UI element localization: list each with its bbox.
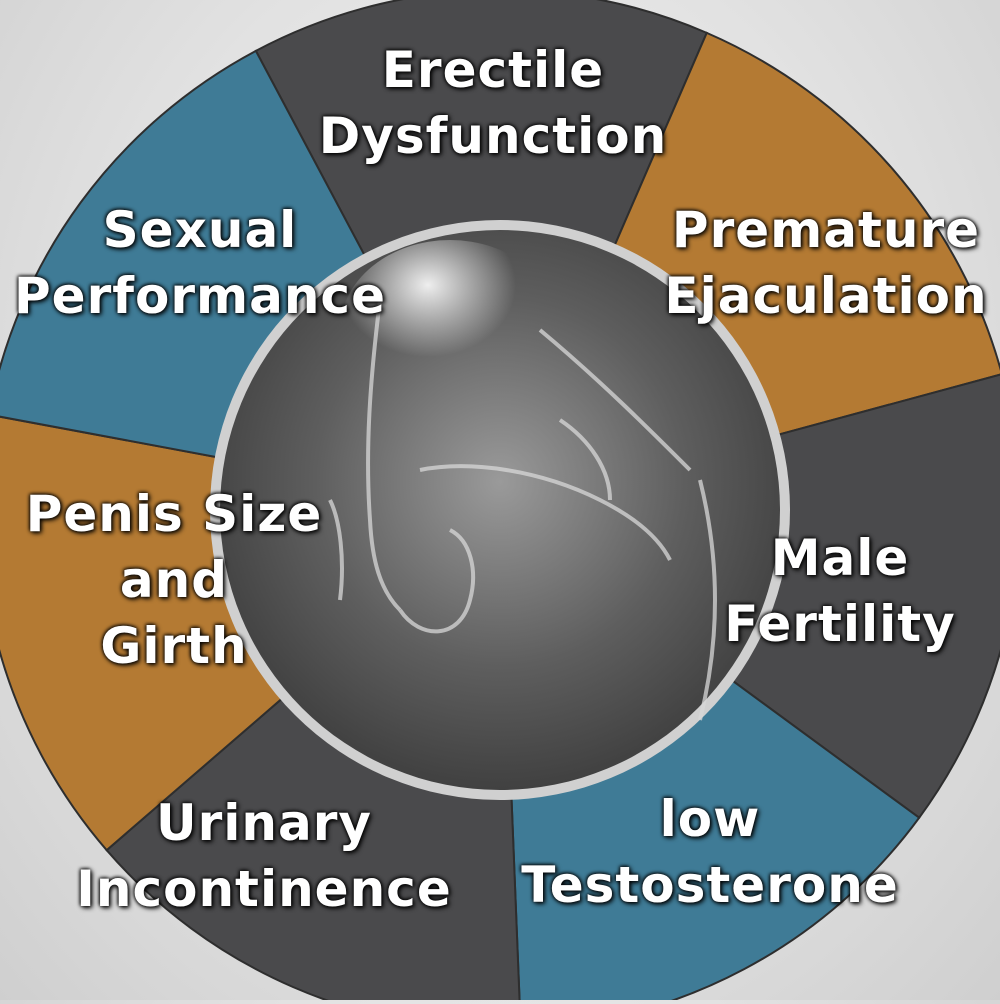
label-line: Fertility — [724, 595, 956, 653]
label-line: Erectile — [381, 41, 605, 99]
anatomy-outline — [328, 299, 717, 721]
label-line: Premature — [671, 201, 981, 259]
label-line: Sexual — [102, 201, 298, 259]
center-highlight — [340, 240, 560, 420]
label-line: Urinary — [156, 794, 372, 852]
label-line: Incontinence — [76, 860, 452, 918]
label-line: low — [659, 790, 761, 848]
label-line: Penis Size — [25, 485, 323, 543]
label-line: and — [119, 551, 229, 609]
label-line: Ejaculation — [664, 267, 988, 325]
label-line: Testosterone — [521, 856, 899, 914]
label-line: Male — [770, 529, 910, 587]
label-line: Performance — [14, 267, 386, 325]
label-line: Girth — [100, 617, 248, 675]
label-line: Dysfunction — [318, 107, 668, 165]
